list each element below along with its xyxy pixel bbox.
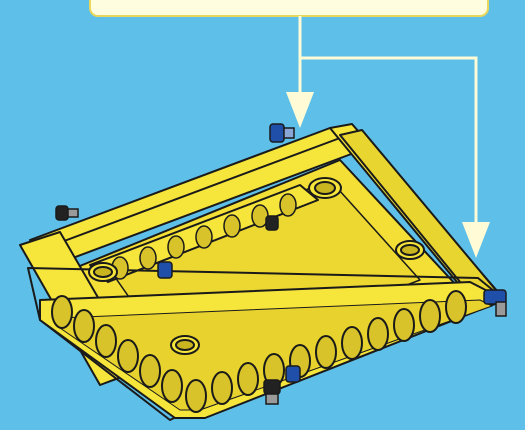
blue-pin-inner bbox=[158, 262, 172, 278]
blue-pin-top bbox=[270, 124, 294, 142]
black-pin-middle bbox=[266, 216, 278, 230]
black-pin-bottom bbox=[264, 380, 280, 404]
black-pin-left bbox=[56, 206, 78, 220]
arrowhead-right-icon bbox=[462, 222, 490, 258]
callout-box bbox=[90, 0, 488, 16]
blue-pin-right bbox=[484, 290, 506, 316]
blue-pin-bottom bbox=[286, 366, 300, 382]
arrowhead-left-icon bbox=[286, 92, 314, 128]
